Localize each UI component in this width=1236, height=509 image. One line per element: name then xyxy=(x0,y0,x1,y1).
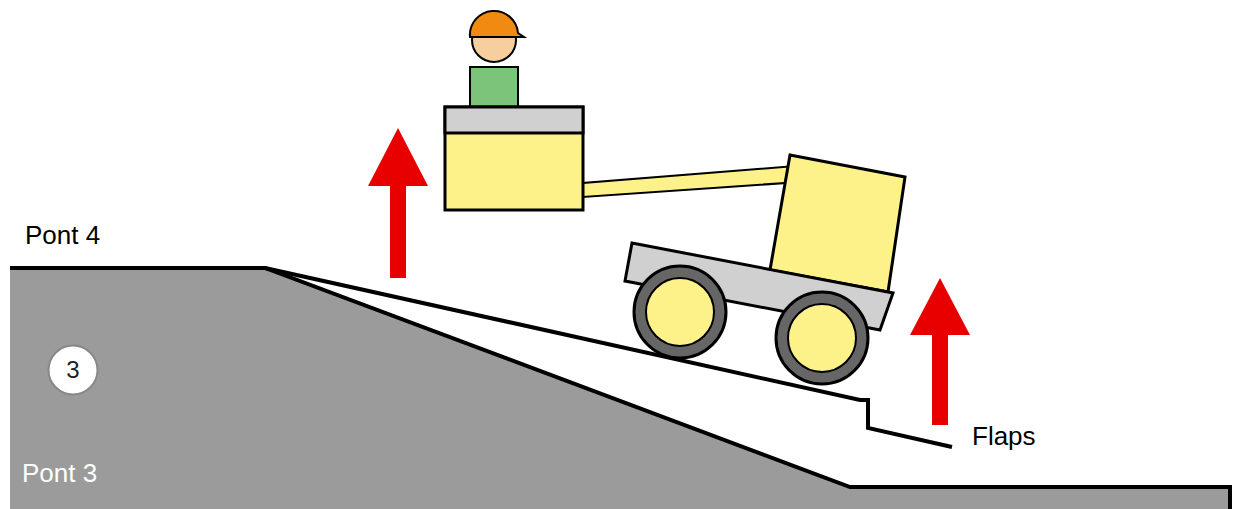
lift-arrow xyxy=(368,128,428,278)
wheel xyxy=(776,292,868,384)
level-label: Pont 3 xyxy=(22,460,97,486)
lift-arrow xyxy=(910,278,970,425)
basket-rail xyxy=(445,107,583,133)
ground-edge xyxy=(10,268,1230,509)
boom xyxy=(583,166,800,197)
helmet xyxy=(470,11,524,37)
callout-number: 3 xyxy=(66,358,79,382)
callout-circle: 3 xyxy=(47,344,99,396)
cab xyxy=(770,155,905,292)
wheel-hub xyxy=(788,304,856,372)
wheel xyxy=(634,266,726,358)
part-label: Flaps xyxy=(972,423,1036,449)
level-label: Pont 4 xyxy=(25,222,100,248)
wheel-hub xyxy=(646,278,714,346)
ground xyxy=(10,268,1230,509)
person-body xyxy=(470,67,518,109)
basket xyxy=(445,107,583,210)
